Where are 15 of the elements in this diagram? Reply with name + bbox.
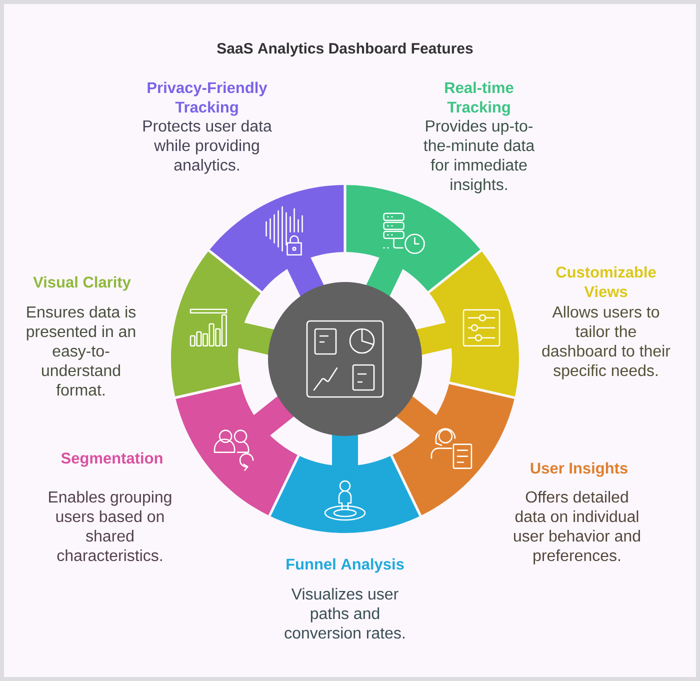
feature-heading: Privacy-Friendly Tracking (148, 82, 268, 116)
feature-description: Enables grouping users based on shared characteristics. (49, 490, 172, 562)
feature-heading: Real-time Tracking (445, 82, 514, 116)
feature-description: Visualizes user paths and conversion rates. (284, 588, 404, 639)
feature-heading: Visual Clarity (33, 276, 131, 291)
title: SaaS Analytics Dashboard Features (217, 42, 473, 57)
feature-description: Offers detailed data on individual user behavior and preferences. (514, 490, 640, 564)
feature-description: Provides up-to-the-minute data for immediate insights. (424, 120, 535, 194)
feature-description: Ensures data is presented in an easy-to-understand format. (26, 306, 136, 396)
feature-heading: Customizable Views (556, 266, 656, 298)
feature-description: Allows users to tailor the dashboard to their specific needs. (542, 306, 670, 380)
feature-description: Protects user data while providing analytics. (143, 120, 272, 174)
feature-heading: Funnel Analysis (286, 558, 404, 573)
feature-heading: Segmentation (61, 452, 162, 467)
feature-heading: User Insights (530, 462, 628, 477)
